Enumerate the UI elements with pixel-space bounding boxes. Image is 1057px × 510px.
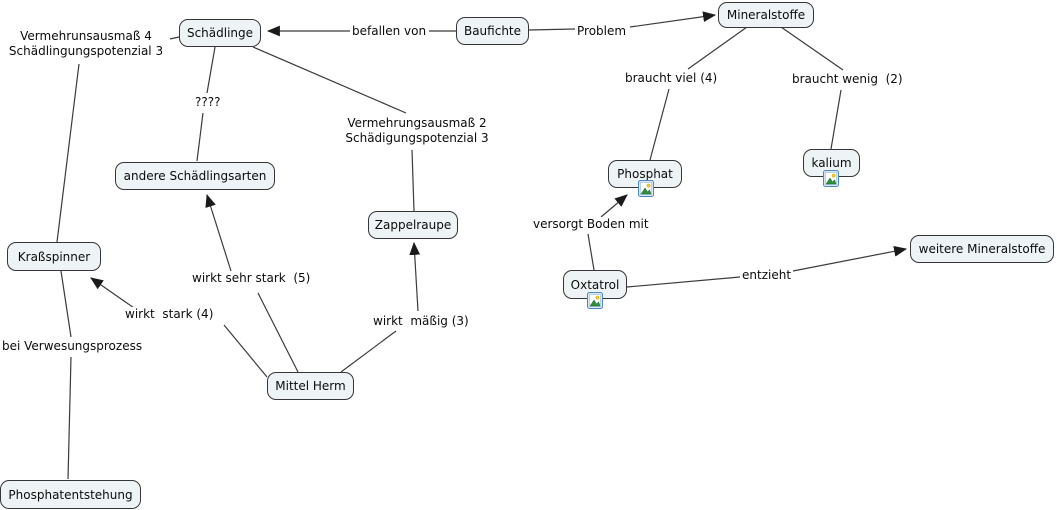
link-label-braucht-wenig[interactable]: braucht wenig (2) <box>790 72 905 87</box>
concept-node-schaedlinge[interactable]: Schädlinge <box>179 19 261 47</box>
concept-node-andere-schaedlingsarten[interactable]: andere Schädlingsarten <box>115 162 275 190</box>
concept-node-krassspinner[interactable]: Kraßspinner <box>7 242 101 271</box>
link-label-problem[interactable]: Problem <box>575 24 629 39</box>
link-label-wirkt-maessig[interactable]: wirkt mäßig (3) <box>371 314 471 329</box>
link-label-entzieht[interactable]: entzieht <box>740 268 794 283</box>
image-resource-icon[interactable] <box>638 180 654 197</box>
concept-node-mineralstoffe[interactable]: Mineralstoffe <box>718 2 814 28</box>
link-label-versorgt-boden-mit[interactable]: versorgt Boden mit <box>531 217 651 232</box>
concept-node-mittel-herm[interactable]: Mittel Herm <box>267 372 354 400</box>
concept-node-phosphatentstehung[interactable]: Phosphatentstehung <box>0 480 141 509</box>
link-label-wirkt-stark[interactable]: wirkt stark (4) <box>123 307 216 322</box>
link-label-befallen-von[interactable]: befallen von <box>350 24 429 39</box>
image-resource-icon[interactable] <box>587 292 603 309</box>
link-label-wirkt-sehr-stark[interactable]: wirkt sehr stark (5) <box>190 271 313 286</box>
link-label-vermehrung-2[interactable]: Vermehrungsausmaß 2 Schädigungspotenzial… <box>335 116 499 146</box>
link-label-unknown[interactable]: ???? <box>193 95 223 110</box>
concept-node-weitere-mineralstoffe[interactable]: weitere Mineralstoffe <box>910 235 1054 263</box>
link-label-braucht-viel[interactable]: braucht viel (4) <box>623 71 720 86</box>
image-resource-icon[interactable] <box>823 170 839 187</box>
concept-node-zappelraupe[interactable]: Zappelraupe <box>368 211 458 239</box>
link-label-vermehrung-4[interactable]: Vermehrunsausmaß 4 Schädlingungspotenzia… <box>2 29 170 59</box>
concept-node-kalium[interactable]: kalium <box>803 149 860 177</box>
concept-node-phosphat[interactable]: Phosphat <box>608 160 682 188</box>
concept-node-baufichte[interactable]: Baufichte <box>456 17 529 45</box>
link-label-bei-verwesungsprozess[interactable]: bei Verwesungsprozess <box>0 339 145 354</box>
